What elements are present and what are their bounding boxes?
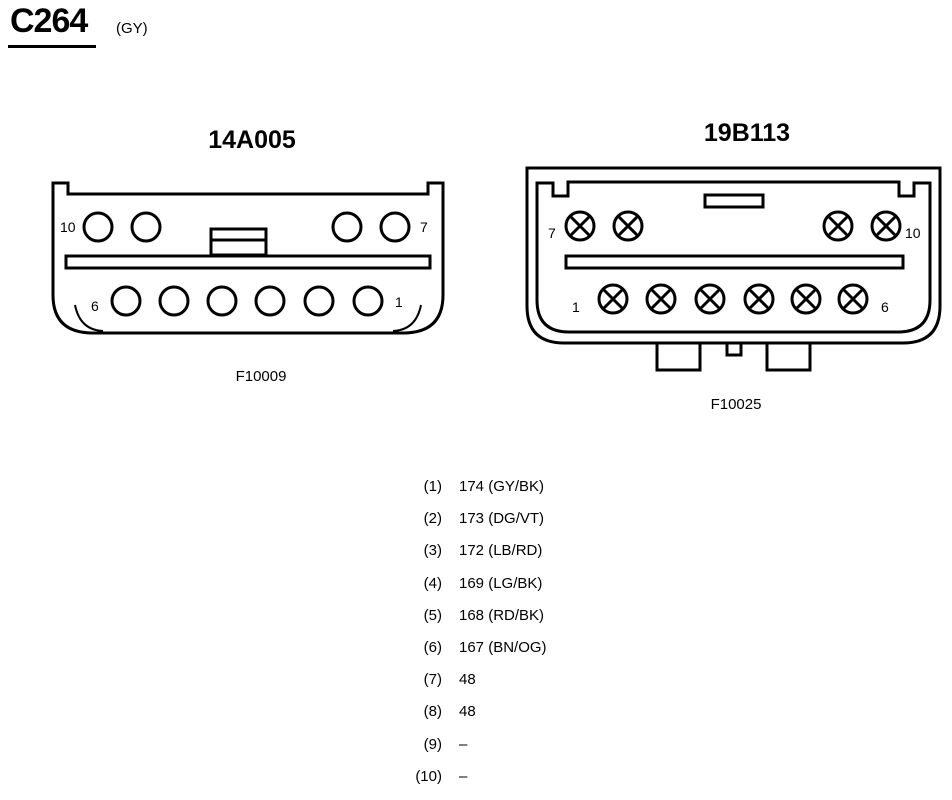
right-pin-label-6: 6: [881, 299, 889, 315]
pin-circuit: –: [459, 735, 468, 753]
pin-circuit: 168 (RD/BK): [459, 606, 545, 624]
right-pin-label-1: 1: [572, 299, 580, 315]
pin-number: (4): [423, 574, 442, 592]
pin-1-socket: [352, 285, 384, 317]
pin-5-socket: [158, 285, 190, 317]
pin-9-socket: [130, 211, 162, 243]
table-row: (6) 167 (BN/OG): [400, 639, 547, 671]
title-underline: [8, 45, 96, 48]
right-latch-left: [655, 341, 702, 372]
pin-5-terminal: [790, 283, 822, 315]
pin-circuit: 48: [459, 703, 476, 721]
left-pin-label-6: 6: [91, 298, 99, 314]
left-connector: 14A005 10 7 6 1 F10009: [51, 126, 445, 385]
left-pin-row-top: [82, 211, 411, 243]
table-row: (2) 173 (DG/VT): [400, 510, 547, 542]
pin-circuit: 169 (LG/BK): [459, 574, 543, 592]
table-row: (8) 48: [400, 703, 547, 735]
left-part-number: 14A005: [208, 126, 296, 154]
right-key-tab: [703, 193, 765, 209]
pin-number: (1): [423, 478, 442, 495]
pin-circuit: 173 (DG/VT): [459, 510, 545, 528]
pin-7-socket: [379, 211, 411, 243]
right-figure-id: F10025: [711, 396, 762, 413]
pin-2-terminal: [645, 283, 677, 315]
connector-title: C264: [10, 2, 88, 40]
table-row: (1) 174 (GY/BK): [400, 478, 547, 510]
pin-1-terminal: [597, 283, 629, 315]
pin-9-terminal: [822, 210, 854, 242]
pin-circuit-table: (1) 174 (GY/BK) (2) 173 (DG/VT) (3) 172 (LB…: [400, 478, 547, 800]
pin-circuit: –: [459, 767, 468, 785]
pin-number: (3): [423, 542, 442, 560]
left-divider-bar: [64, 254, 432, 270]
table-row: (9)–: [400, 736, 547, 768]
pin-circuit: 48: [459, 671, 476, 689]
table-row: (3) 172 (LB/RD): [400, 542, 547, 574]
right-part-number: 19B113: [704, 119, 790, 147]
left-pin-label-10: 10: [60, 219, 76, 235]
pin-8-terminal: [612, 210, 644, 242]
pin-number: (9): [423, 735, 442, 753]
pin-3-terminal: [694, 283, 726, 315]
left-connector-housing: [51, 181, 445, 335]
right-pin-row-top: [564, 210, 902, 242]
left-pin-label-7: 7: [420, 219, 428, 235]
pin-4-terminal: [743, 283, 775, 315]
left-latch: [209, 227, 268, 257]
right-connector: 19B113: [525, 119, 942, 413]
pin-number: (5): [423, 606, 442, 624]
pin-circuit: 174 (GY/BK): [459, 478, 545, 495]
pin-number: (6): [423, 638, 442, 656]
color-code: (GY): [116, 20, 148, 37]
table-row: (10)–: [400, 768, 547, 800]
right-connector-inner-housing: [535, 180, 932, 334]
pin-7-terminal: [564, 210, 596, 242]
right-pin-label-7: 7: [548, 225, 556, 241]
pin-4-socket: [206, 285, 238, 317]
left-pin-label-1: 1: [395, 294, 403, 310]
right-divider-bar: [564, 254, 905, 270]
pin-circuit: 172 (LB/RD): [459, 542, 543, 560]
pin-10-socket: [82, 211, 114, 243]
pin-3-socket: [254, 285, 286, 317]
left-figure-id: F10009: [236, 368, 287, 385]
pin-number: (7): [423, 671, 442, 689]
pin-10-terminal: [870, 210, 902, 242]
table-row: (5) 168 (RD/BK): [400, 607, 547, 639]
right-pin-label-10: 10: [905, 225, 921, 241]
left-pin-row-bottom: [110, 285, 384, 317]
right-pin-row-bottom: [597, 283, 869, 315]
right-latch-right: [765, 341, 812, 372]
pin-6-terminal: [837, 283, 869, 315]
pin-8-socket: [331, 211, 363, 243]
pin-circuit: 167 (BN/OG): [459, 638, 547, 656]
pin-2-socket: [303, 285, 335, 317]
pin-number: (8): [423, 703, 442, 721]
table-row: (4) 169 (LG/BK): [400, 575, 547, 607]
pin-6-socket: [110, 285, 142, 317]
table-row: (7) 48: [400, 671, 547, 703]
right-connector-outer-housing: [525, 166, 942, 345]
left-notch: [74, 304, 422, 332]
pin-number: (2): [423, 510, 442, 528]
pin-number: (10): [415, 767, 442, 785]
right-latch-center: [725, 341, 743, 357]
